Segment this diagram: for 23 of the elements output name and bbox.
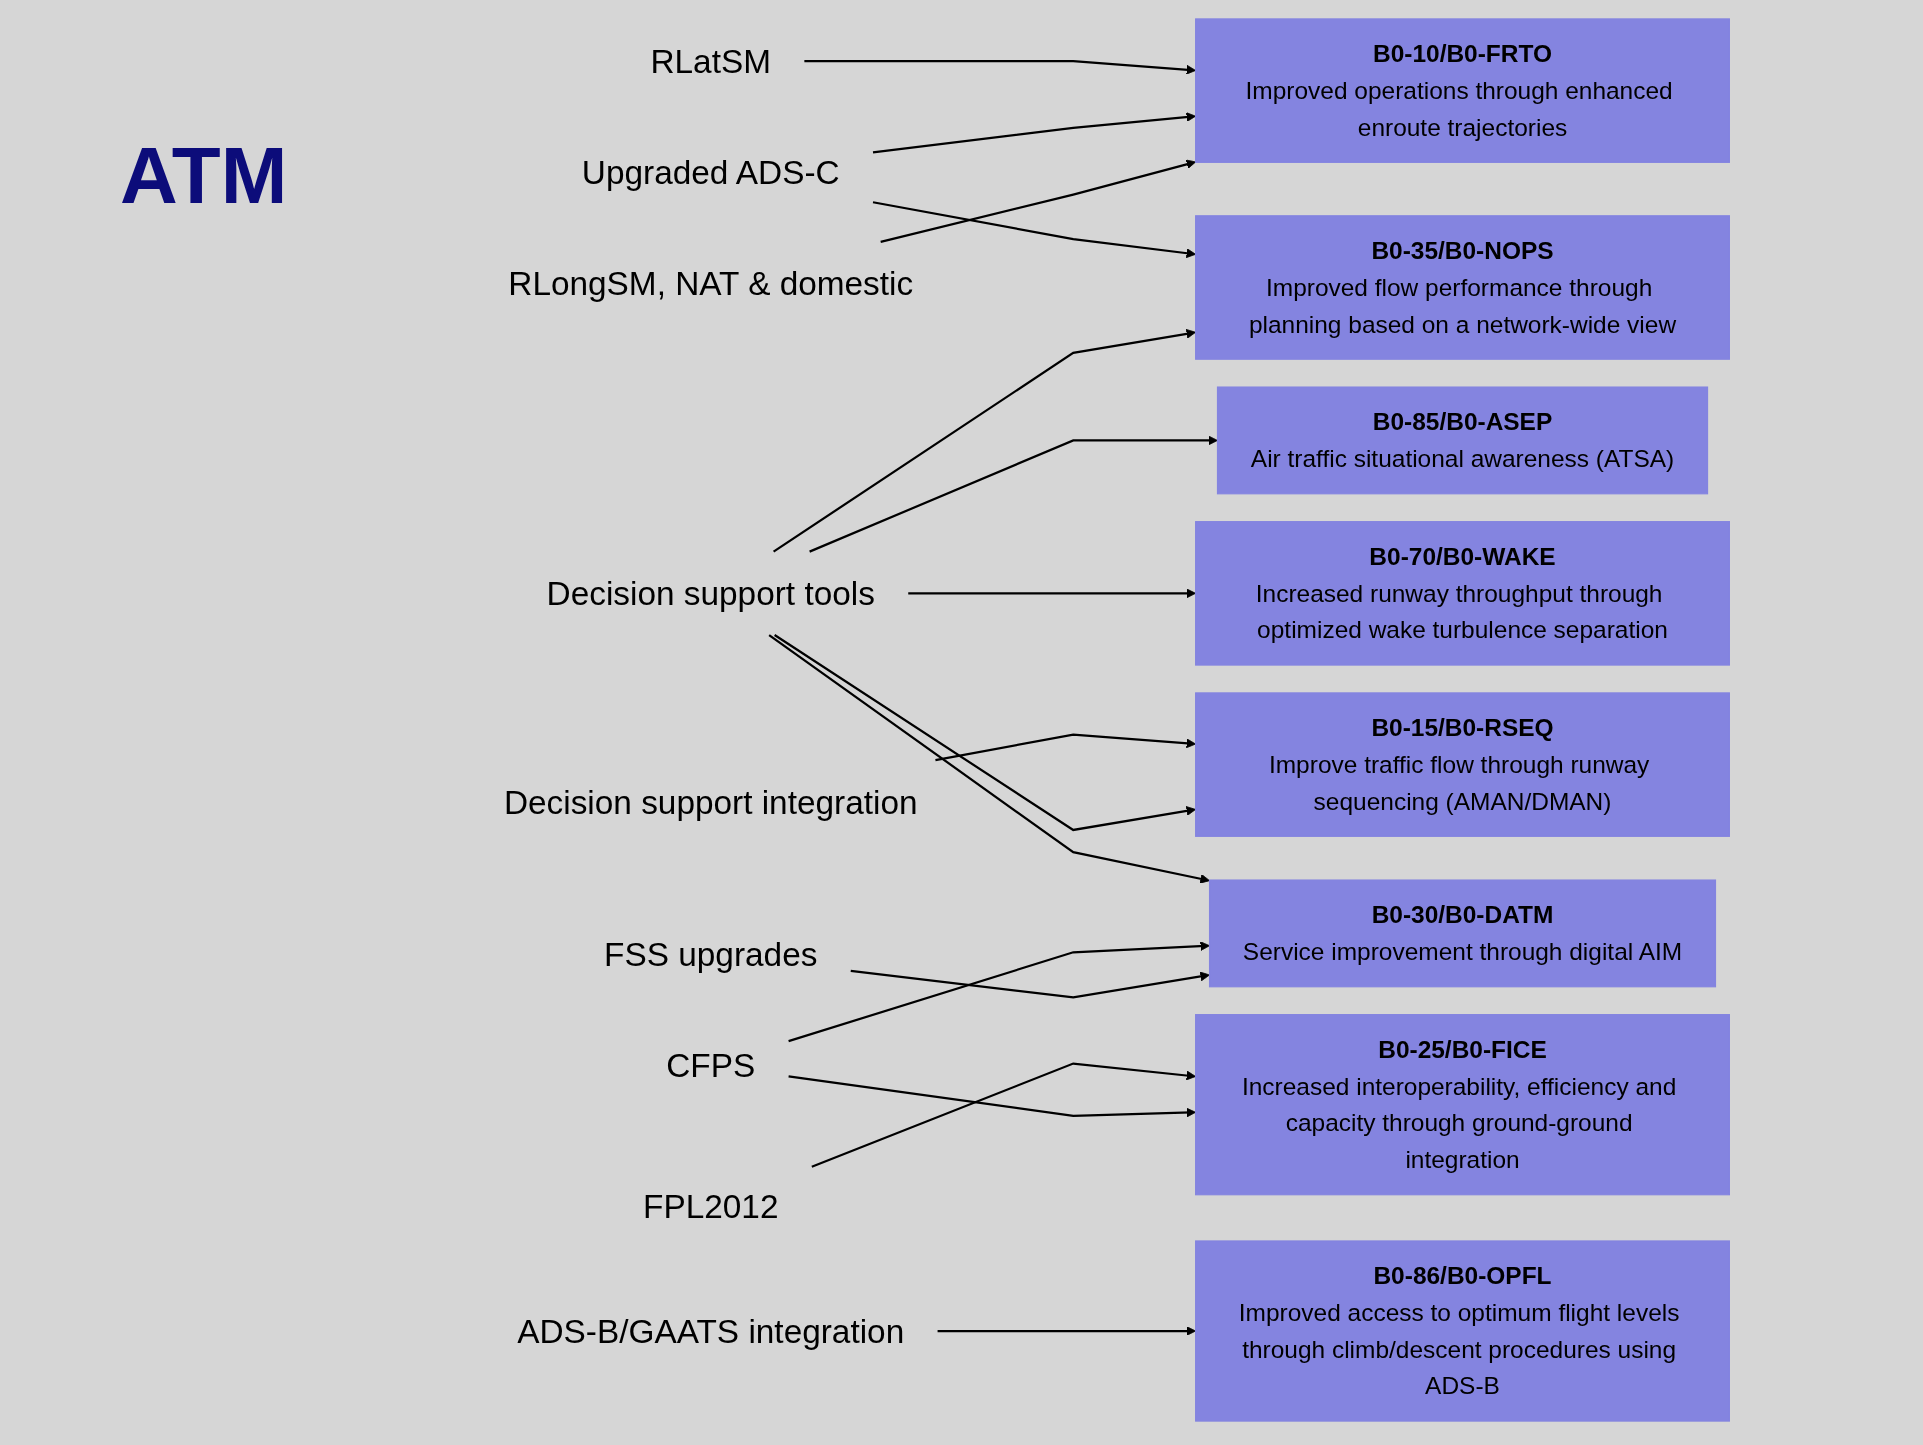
arrow bbox=[880, 159, 1197, 243]
node-text: FPL2012 bbox=[643, 1188, 779, 1226]
node-box: B0-86/B0-OPFL Improved access to optimum flight levels through climb/descent procedures using ADS-B bbox=[1195, 1240, 1730, 1422]
node-text: CFPS bbox=[666, 1047, 756, 1084]
node-box: B0-10/B0-FRTO Improved operations through enhanced enroute trajectories bbox=[1195, 18, 1730, 163]
arrow bbox=[768, 634, 1210, 884]
node-box: B0-70/B0-WAKE Increased runway throughput through optimized wake turbulence separation bbox=[1195, 521, 1730, 666]
node-box: B0-85/B0-ASEP Air traffic situational awareness (ATSA) bbox=[1216, 386, 1709, 495]
node-text: FSS upgrades bbox=[604, 935, 818, 973]
node-box: B0-15/B0-RSEQ Improve traffic flow through runway sequencing (AMAN/DMAN) bbox=[1195, 692, 1730, 837]
arrow bbox=[809, 435, 1218, 553]
arrow bbox=[850, 969, 1210, 999]
node-box: B0-30/B0-DATM Service improvement through digital AIM bbox=[1208, 879, 1717, 988]
node-box: B0-25/B0-FICE Increased interoperability, efficiency and capacity through ground-ground integration bbox=[1195, 1014, 1730, 1196]
node-box: B0-35/B0-NOPS Improved flow performance through planning based on a network-wide view bbox=[1195, 215, 1730, 360]
node-text: RLongSM, NAT & domestic bbox=[508, 265, 914, 302]
node-text: Decision support integration bbox=[503, 783, 918, 821]
node-text: Decision support tools bbox=[546, 575, 875, 612]
diagram-title: ATM bbox=[120, 130, 288, 222]
node-text: ADS-B/GAATS integration bbox=[517, 1312, 905, 1350]
node-text: RLatSM bbox=[650, 42, 771, 80]
node-text: Upgraded ADS-C bbox=[581, 154, 840, 191]
arrow bbox=[788, 941, 1210, 1043]
